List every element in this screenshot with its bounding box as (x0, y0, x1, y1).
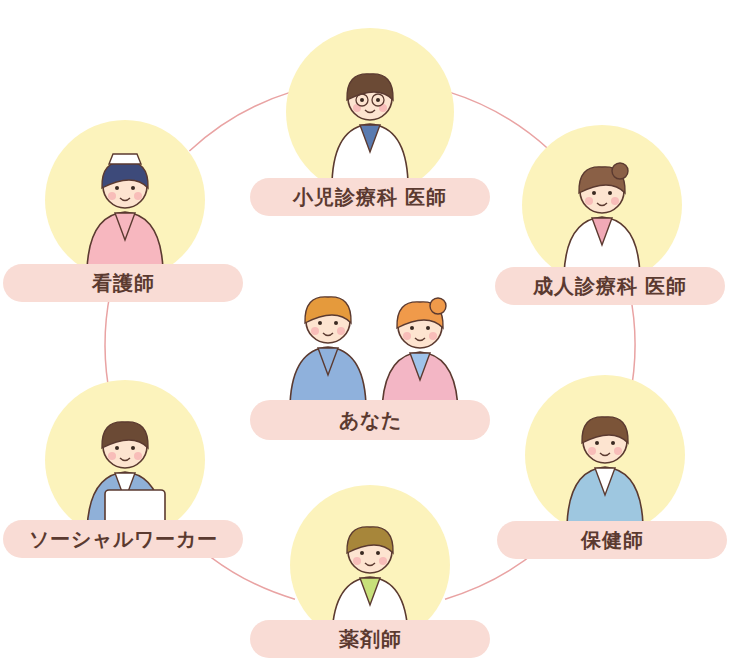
eye (595, 441, 599, 445)
cheek (337, 327, 345, 335)
figure-group (564, 163, 640, 275)
role-label: 看護師 (92, 270, 155, 297)
backdrop-circle (522, 125, 682, 285)
person-figure (87, 154, 163, 270)
figure-group (332, 527, 408, 635)
person-figure (564, 163, 640, 275)
backdrop-circle (45, 380, 205, 540)
cheek (379, 557, 387, 565)
person-figure (332, 527, 408, 635)
label-pill: あなた (250, 400, 490, 440)
nurse-cap (109, 154, 141, 164)
cheek (429, 332, 437, 340)
figure-group (87, 422, 165, 530)
role-label: ソーシャルワーカー (29, 526, 218, 553)
glasses (372, 94, 384, 106)
label-pill: 看護師 (3, 264, 243, 302)
mouth (600, 453, 610, 456)
cheek (108, 192, 116, 200)
hair-bun (612, 163, 628, 179)
label-pill: 薬剤師 (250, 620, 490, 658)
body (290, 347, 366, 402)
hair (347, 74, 393, 100)
backdrop-circle (525, 375, 685, 535)
label-pill: ソーシャルワーカー (3, 520, 243, 558)
hair (102, 422, 148, 448)
mouth (323, 333, 333, 336)
eye (334, 321, 338, 325)
figure-group (87, 154, 163, 270)
person-figure (290, 297, 366, 402)
eye (608, 191, 612, 195)
role-label: 保健師 (581, 527, 644, 554)
hair (582, 417, 628, 443)
hair (102, 162, 148, 188)
cheek (588, 447, 596, 455)
eye (376, 98, 380, 102)
cheek (614, 447, 622, 455)
mouth (365, 110, 375, 113)
role-label: あなた (339, 407, 402, 434)
ring-connector (189, 92, 291, 151)
shirt (595, 468, 615, 495)
shirt (592, 218, 612, 245)
cheek (611, 197, 619, 205)
mouth (365, 563, 375, 566)
backdrop-circle (286, 28, 454, 196)
shirt (318, 348, 338, 375)
cheek (585, 197, 593, 205)
shirt (115, 213, 135, 240)
shirt (410, 353, 430, 380)
cheek (353, 557, 361, 565)
backdrop-circle (45, 120, 205, 280)
figure-group (567, 417, 643, 525)
shirt (360, 125, 380, 152)
ring-connector (449, 92, 549, 150)
person-figure (382, 298, 458, 402)
shirt (360, 578, 380, 605)
eye (376, 551, 380, 555)
eye (360, 98, 364, 102)
eye (360, 551, 364, 555)
hair (305, 297, 351, 323)
cheek (134, 452, 142, 460)
role-label: 小児診療科 医師 (293, 184, 448, 211)
eye (611, 441, 615, 445)
label-pill: 成人診療科 医師 (495, 267, 725, 305)
person-figure (567, 417, 643, 525)
cheek (108, 452, 116, 460)
mouth (120, 458, 130, 461)
you-figures (290, 297, 458, 402)
cheek (403, 332, 411, 340)
eye (115, 446, 119, 450)
hair-bun (430, 298, 446, 314)
figure-group (332, 74, 408, 182)
role-label: 成人診療科 医師 (533, 273, 688, 300)
glasses (356, 94, 368, 106)
eye (410, 326, 414, 330)
label-pill: 小児診療科 医師 (250, 178, 490, 216)
mouth (120, 198, 130, 201)
body (382, 352, 458, 402)
eye (592, 191, 596, 195)
body (332, 124, 408, 182)
cheek (134, 192, 142, 200)
cheek (311, 327, 319, 335)
mouth (415, 338, 425, 341)
eye (426, 326, 430, 330)
label-pill: 保健師 (497, 521, 727, 559)
body (567, 467, 643, 525)
eye (131, 186, 135, 190)
body (87, 212, 163, 270)
role-label: 薬剤師 (339, 626, 402, 653)
person-figure (332, 74, 408, 182)
mouth (597, 203, 607, 206)
eye (115, 186, 119, 190)
hair (347, 527, 393, 553)
eye (131, 446, 135, 450)
person-figure (87, 422, 165, 530)
eye (318, 321, 322, 325)
